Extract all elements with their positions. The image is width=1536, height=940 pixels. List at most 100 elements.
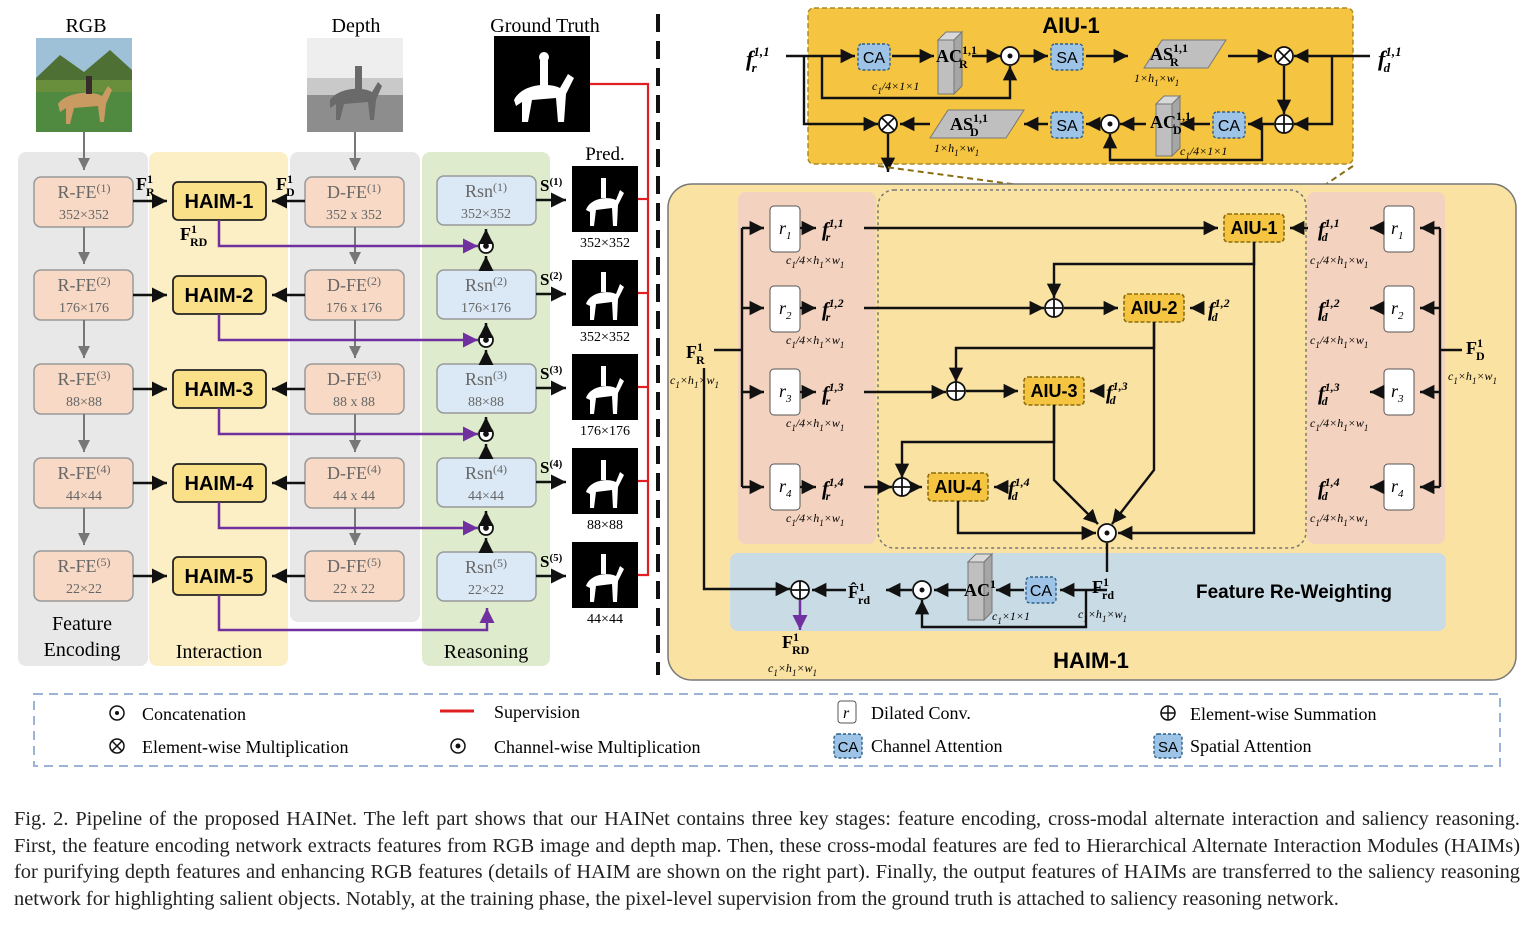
svg-text:SA: SA	[1056, 50, 1078, 67]
svg-text:F1R: F1R	[686, 340, 705, 367]
svg-text:c1×1×1: c1×1×1	[992, 609, 1030, 626]
concat-circle	[1097, 523, 1117, 543]
svg-text:352 x 352: 352 x 352	[326, 208, 382, 223]
depth-input-image	[307, 38, 403, 132]
svg-text:c1/4×h1×w1: c1/4×h1×w1	[786, 416, 844, 433]
aiu1-title: AIU-1	[1042, 13, 1099, 38]
reasoning-label: Reasoning	[444, 641, 528, 663]
svg-text:D-FE(1): D-FE(1)	[327, 181, 381, 202]
svg-text:88×88: 88×88	[587, 518, 623, 533]
haim-1-label: HAIM-1	[185, 191, 254, 213]
svg-text:c1/4×h1×w1: c1/4×h1×w1	[1310, 253, 1368, 270]
svg-text:r2: r2	[779, 298, 792, 322]
svg-text:AS1,1R: AS1,1R	[1150, 41, 1188, 69]
svg-text:r3: r3	[779, 381, 792, 405]
interaction-label: Interaction	[176, 641, 263, 663]
svg-text:F̂1rd: F̂1rd	[848, 580, 870, 607]
rfe-column: R-FE(1) 352×352 R-FE(2) 176×176 R-FE(3) …	[33, 176, 134, 602]
svg-text:88 x 88: 88 x 88	[333, 395, 375, 410]
svg-text:AIU-3: AIU-3	[1030, 381, 1077, 401]
dfe-block-1: D-FE(1) 352 x 352	[304, 176, 405, 228]
svg-text:CA: CA	[863, 50, 886, 67]
svg-text:Dilated Conv.: Dilated Conv.	[871, 703, 971, 723]
svg-text:Spatial Attention: Spatial Attention	[1190, 736, 1312, 756]
svg-text:r1: r1	[779, 218, 792, 242]
pred-label: Pred.	[585, 144, 625, 165]
feature-reweighting-label: Feature Re-Weighting	[1196, 582, 1392, 603]
svg-text:352×352: 352×352	[461, 207, 511, 222]
dilated-conv-legend-icon	[837, 700, 857, 724]
svg-text:D-FE(2): D-FE(2)	[327, 274, 381, 295]
svg-text:r4: r4	[779, 476, 792, 500]
svg-text:176×176: 176×176	[580, 424, 630, 439]
svg-text:c1/4×h1×w1: c1/4×h1×w1	[786, 333, 844, 350]
svg-text:22×22: 22×22	[468, 583, 504, 598]
svg-text:R-FE(4): R-FE(4)	[57, 462, 110, 483]
feature-label-1: Feature	[52, 613, 112, 635]
svg-text:r: r	[843, 705, 850, 722]
svg-text:22 x 22: 22 x 22	[333, 582, 375, 597]
elem-sum-legend-icon	[1160, 705, 1176, 721]
feature-label-2: Encoding	[44, 639, 121, 661]
svg-text:c1/4×h1×w1: c1/4×h1×w1	[1310, 416, 1368, 433]
svg-text:176 x 176: 176 x 176	[326, 301, 382, 316]
haim-3-label: HAIM-3	[185, 379, 254, 401]
svg-text:AIU-4: AIU-4	[934, 477, 981, 497]
rsn-block-1: Rsn(1) 352×352	[436, 175, 537, 226]
aiu-boxes: AIU-1 AIU-2 AIU-3 AIU-4	[927, 213, 1285, 502]
chan-mul-legend-icon	[450, 738, 466, 754]
haim-2-label: HAIM-2	[185, 285, 254, 307]
svg-text:SA: SA	[1158, 739, 1178, 756]
ca-legend-icon	[833, 733, 863, 759]
svg-text:c1/4×h1×w1: c1/4×h1×w1	[786, 253, 844, 270]
ground-truth-label: Ground Truth	[490, 15, 599, 37]
svg-text:c1×h1×w1: c1×h1×w1	[1448, 369, 1497, 386]
legend: Concatenation Element-wise Multiplicatio…	[33, 693, 1501, 767]
acd-block	[1154, 94, 1182, 158]
svg-text:c1/4×h1×w1: c1/4×h1×w1	[1310, 511, 1368, 528]
pipeline-diagram: RGB Depth Ground Truth R-FE(1) 352×352	[18, 7, 1517, 767]
svg-text:Rsn(3): Rsn(3)	[465, 368, 507, 389]
svg-text:D-FE(5): D-FE(5)	[327, 555, 381, 576]
svg-text:44 x 44: 44 x 44	[333, 489, 375, 504]
chan-mul-circle	[912, 580, 932, 600]
acr-block	[936, 30, 964, 96]
dfe-block-3: D-FE(3) 88 x 88	[304, 363, 405, 415]
dfe-block-4: D-FE(4) 44 x 44	[304, 457, 405, 509]
rfe-block-3: R-FE(3) 88×88	[33, 363, 134, 415]
svg-text:Concatenation: Concatenation	[142, 704, 246, 724]
rgb-input-image	[36, 38, 132, 132]
ac1-block	[966, 552, 994, 622]
svg-text:88×88: 88×88	[66, 395, 102, 410]
svg-text:c1/4×1×1: c1/4×1×1	[872, 79, 919, 96]
svg-text:Supervision: Supervision	[494, 702, 580, 722]
dilated-conv-left: r1 r2 r3 r4	[769, 205, 801, 511]
quarter-dims: c1/4×h1×w1 c1/4×h1×w1 c1/4×h1×w1 c1/4×h1…	[786, 253, 1368, 528]
elem-mul-legend-icon	[109, 738, 125, 754]
depth-label: Depth	[332, 15, 381, 37]
haim-column: HAIM-1 HAIM-2 HAIM-3 HAIM-4 HAIM-5	[172, 181, 267, 596]
rsn-block-5: Rsn(5) 22×22	[436, 551, 537, 602]
svg-text:44×44: 44×44	[587, 612, 623, 627]
svg-text:1×h1×w1: 1×h1×w1	[934, 141, 979, 158]
svg-text:S(4): S(4)	[540, 458, 563, 477]
concat-icon	[109, 705, 125, 721]
svg-text:AC1: AC1	[964, 577, 996, 600]
rfe-block-4: R-FE(4) 44×44	[33, 457, 134, 509]
svg-text:r1: r1	[1391, 218, 1404, 242]
svg-text:Element-wise Multiplication: Element-wise Multiplication	[142, 737, 348, 757]
svg-text:S(1): S(1)	[540, 176, 563, 195]
svg-text:S(2): S(2)	[540, 270, 563, 289]
s-labels: S(1) S(2) S(3) S(4) S(5)	[540, 176, 563, 571]
rfe-block-1: R-FE(1) 352×352	[33, 176, 134, 228]
svg-text:c1/4×1×1: c1/4×1×1	[1180, 144, 1227, 161]
pred-size-labels: 352×352 352×352 176×176 88×88 44×44	[580, 236, 630, 627]
svg-text:c1×h1×w1: c1×h1×w1	[670, 373, 719, 390]
